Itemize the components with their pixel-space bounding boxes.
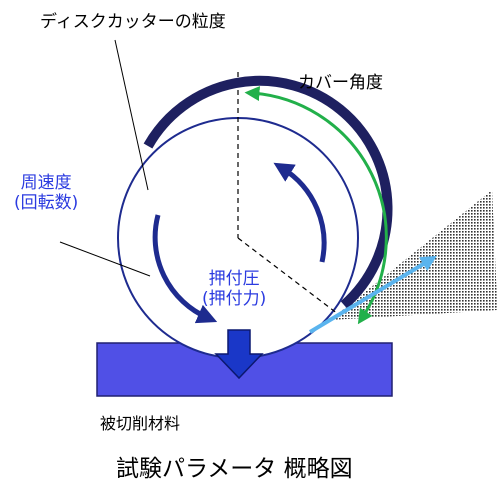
disc-grain-label: ディスクカッターの粒度 [40,12,226,32]
rotation-arrow-left [152,214,218,324]
cover-angle-arrow [244,86,388,325]
grain-leader-line [114,39,149,191]
pressing-force-text: (押付力) [202,288,267,309]
speed-leader-line [59,241,151,277]
pressing-pressure-label: 押付圧 (押付力) [202,269,267,309]
spark-direction-arrow [308,255,437,334]
press-force-arrow [214,329,264,380]
peripheral-speed-text: 周速度 [20,173,72,193]
rotation-count-text: (回転数) [14,192,79,213]
cover-angle-label: カバー角度 [298,73,383,93]
workpiece-label: 被切削材料 [100,414,181,433]
rotation-arrow-right [273,162,327,263]
diagram-caption: 試験パラメータ 概略図 [116,456,353,482]
pressing-pressure-text: 押付圧 [208,269,260,289]
peripheral-speed-label: 周速度 (回転数) [14,173,79,213]
